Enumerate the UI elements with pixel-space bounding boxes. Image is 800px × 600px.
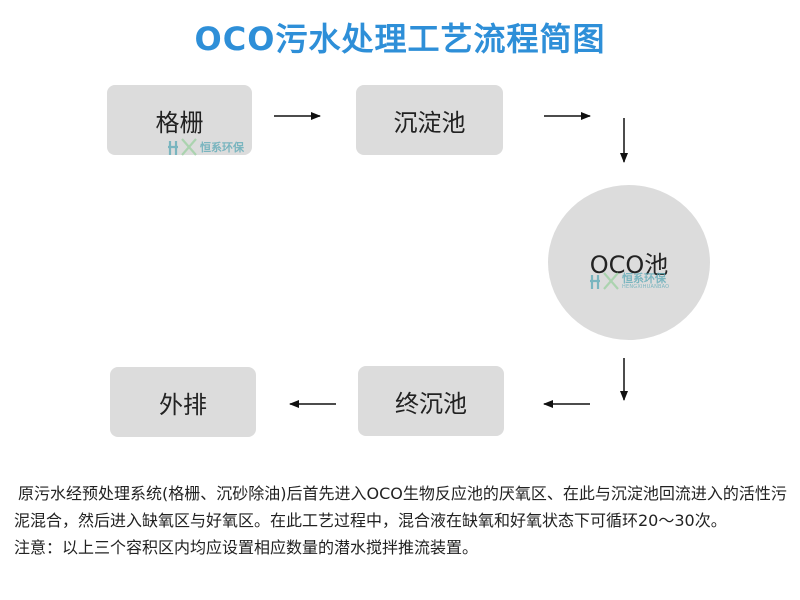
discharge-label: 外排	[159, 390, 207, 419]
oco-tank-node: OCO池	[548, 185, 710, 340]
sedimentation-tank-label: 沉淀池	[393, 108, 466, 137]
description-note: 注意：以上三个容积区内均应设置相应数量的潜水搅拌推流装置。	[14, 538, 479, 557]
page-title: OCO污水处理工艺流程简图	[194, 20, 606, 58]
description-paragraph: 原污水经预处理系统(格栅、沉砂除油)后首先进入OCO生物反应池的厌氧区、在此与沉…	[14, 484, 787, 530]
oco-tank-label: OCO池	[589, 251, 669, 279]
process-description: 原污水经预处理系统(格栅、沉砂除油)后首先进入OCO生物反应池的厌氧区、在此与沉…	[14, 480, 794, 561]
final-sedimentation-tank-label: 终沉池	[395, 389, 467, 418]
grille-label: 格栅	[155, 108, 204, 137]
sedimentation-tank-node: 沉淀池	[356, 85, 503, 155]
final-sedimentation-tank-node: 终沉池	[358, 366, 504, 436]
discharge-node: 外排	[110, 367, 256, 437]
grille-node: 格栅	[107, 85, 252, 155]
